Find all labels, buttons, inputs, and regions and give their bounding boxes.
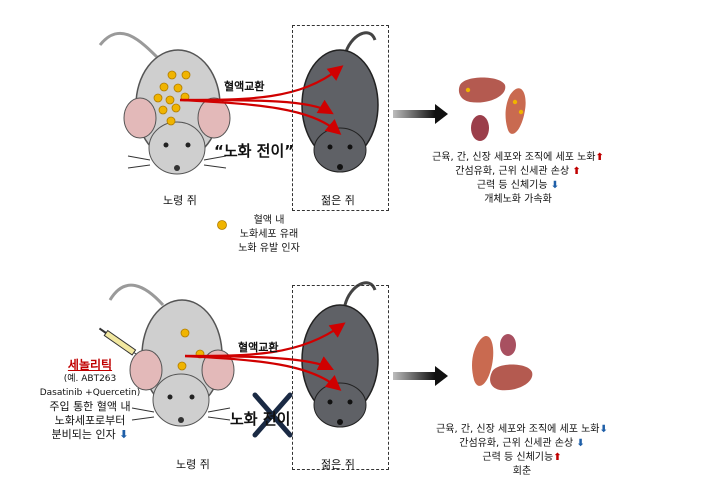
- legend-line: 노화세포 유래: [239, 229, 299, 240]
- senolytic-title: 세놀리틱: [67, 358, 113, 372]
- organs-icon-top: [458, 77, 526, 141]
- effects-list-top: 근육, 간, 신장 세포와 조직에 세포 노화⬆ 간섬유화, 근위 신세관 손상…: [408, 151, 628, 207]
- up-arrow-icon: ⬆: [572, 166, 581, 177]
- old-mouse-top: [98, 31, 231, 175]
- up-arrow-icon: ⬆: [595, 152, 604, 163]
- young-mouse-top: [301, 31, 379, 173]
- young-mouse-box-top: [292, 25, 389, 211]
- young-mouse-box-bottom: [292, 285, 389, 470]
- young-mouse-label-bottom: 젊은 쥐: [321, 458, 355, 471]
- result-arrow-top: [393, 104, 448, 124]
- senolytic-line: 분비되는 인자 ⬇: [51, 428, 129, 441]
- result-arrow-bottom: [393, 366, 448, 386]
- blood-transfer-lines-top: [179, 65, 344, 135]
- senolytic-line: Dasatinib +Quercetin): [39, 388, 141, 398]
- senolytic-note: 세놀리틱 (예. ABT263 Dasatinib +Quercetin) 주입…: [34, 358, 146, 442]
- old-mouse-label-bottom: 노령 쥐: [176, 458, 210, 471]
- down-arrow-icon: ⬇: [576, 438, 585, 449]
- blood-exchange-label-bottom: 혈액교환: [238, 341, 279, 354]
- aging-transfer-label-bottom: 노화 전이: [230, 410, 291, 428]
- factor-legend-dot: [217, 220, 227, 230]
- young-mouse-bottom: [301, 281, 379, 428]
- young-mouse-label-top: 젊은 쥐: [321, 194, 355, 207]
- senolytic-line: (예. ABT263: [63, 374, 117, 384]
- aging-transfer-label-top: “노화 전이”: [214, 142, 295, 160]
- factor-legend-text: 혈액 내 노화세포 유래 노화 유발 인자: [228, 214, 310, 256]
- effect-item: 근육, 간, 신장 세포와 조직에 세포 노화⬇: [436, 424, 608, 435]
- down-arrow-icon: ⬇: [550, 180, 560, 191]
- up-arrow-icon: ⬆: [553, 452, 562, 463]
- effects-list-bottom: 근육, 간, 신장 세포와 조직에 세포 노화⬇ 간섬유화, 근위 신세관 손상…: [412, 423, 632, 479]
- effect-item: 회춘: [512, 466, 532, 477]
- effect-item: 근력 등 신체기능⬆: [482, 452, 562, 463]
- organs-icon-bottom: [472, 334, 533, 391]
- effect-item: 간섬유화, 근위 신세관 손상 ⬇: [459, 438, 585, 449]
- effect-item: 근육, 간, 신장 세포와 조직에 세포 노화⬆: [432, 152, 604, 163]
- effect-item: 근력 등 신체기능 ⬇: [476, 180, 560, 191]
- blocked-x-icon: [252, 392, 293, 438]
- effect-item: 간섬유화, 근위 신세관 손상 ⬆: [455, 166, 581, 177]
- down-arrow-icon: ⬇: [119, 428, 129, 441]
- down-arrow-icon: ⬇: [599, 424, 608, 435]
- legend-line: 노화 유발 인자: [238, 243, 300, 254]
- senolytic-line: 노화세포로부터: [54, 414, 126, 427]
- blood-exchange-label-top: 혈액교환: [224, 80, 265, 93]
- senolytic-line: 주입 통한 혈액 내: [49, 400, 131, 413]
- old-mouse-label-top: 노령 쥐: [163, 194, 197, 207]
- effect-item: 개체노화 가속화: [484, 194, 552, 205]
- legend-line: 혈액 내: [253, 215, 285, 226]
- blood-transfer-lines-bottom: [184, 322, 346, 391]
- old-mouse-bottom: [108, 283, 235, 427]
